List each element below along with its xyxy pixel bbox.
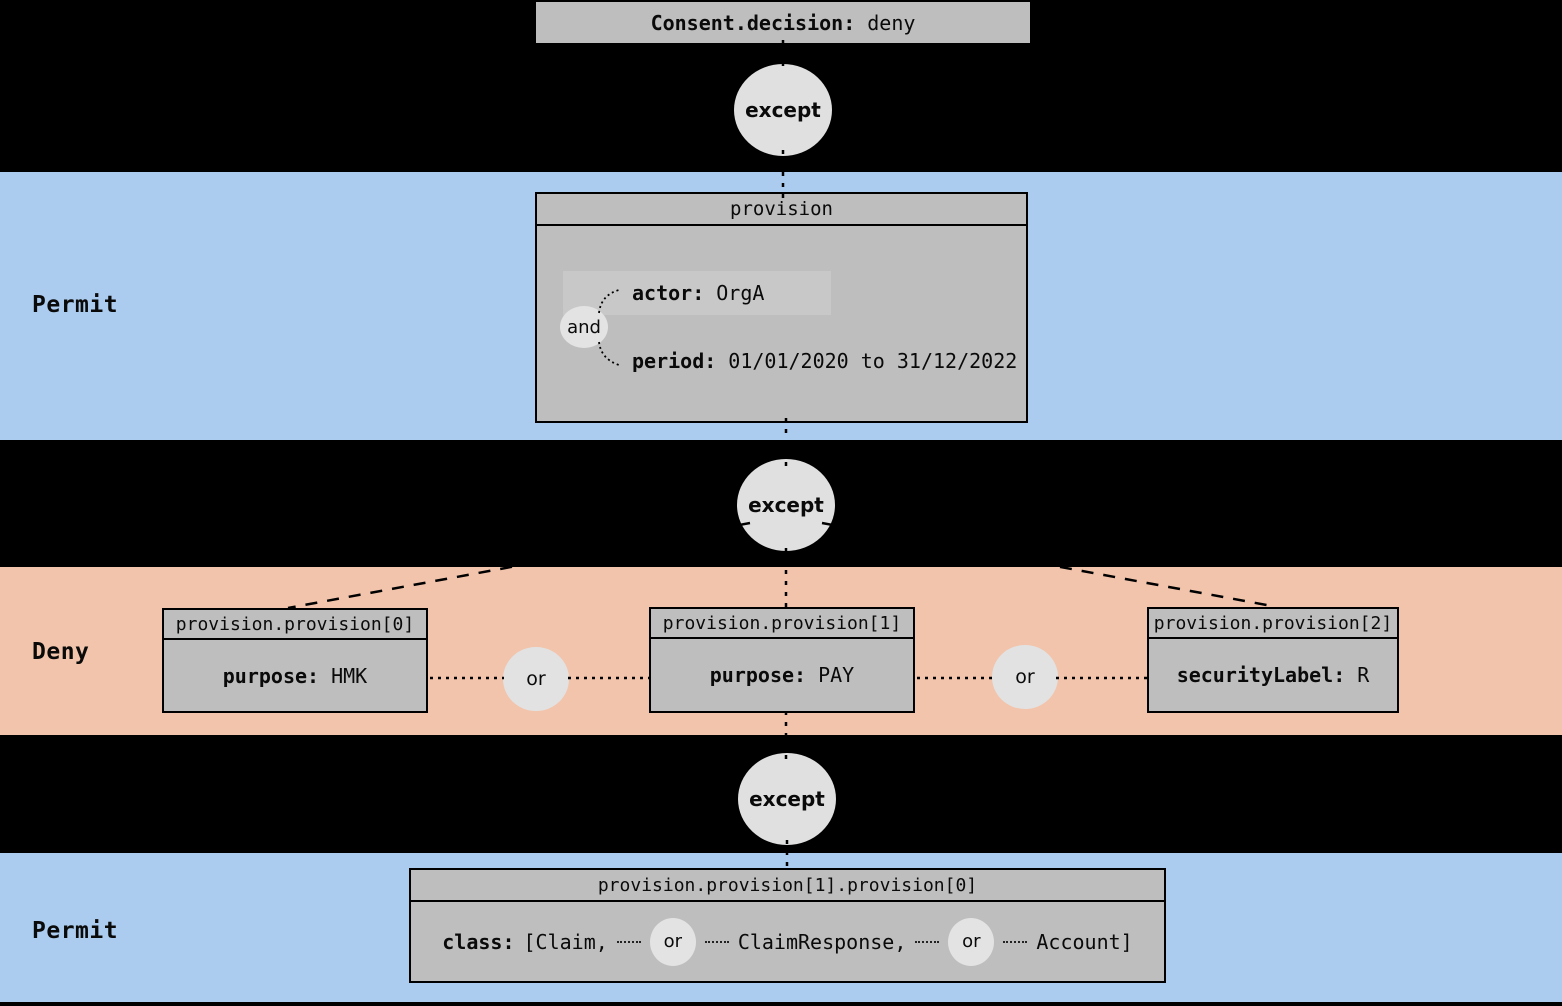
deny-provision-2-value: R <box>1357 663 1370 687</box>
deny-band-label: Deny <box>32 639 90 665</box>
class-item-claimresponse: ClaimResponse, <box>737 929 907 954</box>
class-provision-node: provision.provision[1].provision[0] clas… <box>409 868 1166 983</box>
period-value: 01/01/2020 to 31/12/2022 <box>728 349 1018 373</box>
consent-decision-value: deny <box>867 10 916 35</box>
deny-provision-0-value: HMK <box>331 663 368 688</box>
deny-provision-0-body: purpose: HMK <box>164 640 426 711</box>
provision-node-header: provision <box>537 194 1026 226</box>
class-item-account: Account] <box>1036 929 1133 954</box>
except-junction-1: except <box>734 64 832 156</box>
deny-provision-2-key: securityLabel: <box>1176 663 1346 687</box>
dotted-link <box>704 940 729 943</box>
deny-provision-2-node: provision.provision[2] securityLabel: R <box>1147 607 1399 713</box>
except-junction-2-label: except <box>748 493 824 517</box>
consent-decision-key: Consent.decision: <box>650 10 856 35</box>
actor-key: actor: <box>632 281 705 305</box>
period-row: period: 01/01/2020 to 31/12/2022 <box>632 339 1017 383</box>
period-key: period: <box>632 349 717 373</box>
deny-provision-0-key: purpose: <box>222 663 320 688</box>
dotted-link <box>1003 940 1028 943</box>
deny-provision-1-header: provision.provision[1] <box>651 609 913 639</box>
or-junction-2-label: or <box>1015 666 1035 688</box>
and-junction: and <box>560 306 608 348</box>
provision-node: provision actor: OrgA period: 01/01/2020… <box>535 192 1028 423</box>
except-junction-1-label: except <box>745 98 821 122</box>
deny-provision-1-key: purpose: <box>709 663 807 687</box>
provision-node-body: actor: OrgA period: 01/01/2020 to 31/12/… <box>537 226 1026 421</box>
dotted-link <box>915 940 940 943</box>
deny-provision-0-node: provision.provision[0] purpose: HMK <box>162 608 428 713</box>
or-junction-2: or <box>992 645 1058 709</box>
except-junction-3-label: except <box>749 787 825 811</box>
class-provision-body: class: [Claim, or ClaimResponse, or Acco… <box>411 902 1164 981</box>
permit-band-label-top: Permit <box>32 292 119 318</box>
dotted-link <box>616 940 641 943</box>
deny-provision-1-node: provision.provision[1] purpose: PAY <box>649 607 915 713</box>
class-value-line: class: [Claim, or ClaimResponse, or Acco… <box>411 917 1164 966</box>
deny-provision-0-header: provision.provision[0] <box>164 610 426 640</box>
class-item-claim: [Claim, <box>523 929 608 954</box>
except-junction-3: except <box>738 753 836 845</box>
and-junction-label: and <box>567 316 601 338</box>
or-junction-inline-1: or <box>649 917 696 966</box>
actor-row: actor: OrgA <box>632 271 764 315</box>
except-junction-2: except <box>737 459 835 551</box>
or-junction-1: or <box>503 647 569 711</box>
actor-value: OrgA <box>716 281 765 305</box>
permit-band-label-bottom: Permit <box>32 918 119 944</box>
deny-provision-1-body: purpose: PAY <box>651 639 913 711</box>
or-junction-1-label: or <box>526 668 546 690</box>
consent-decision-node: Consent.decision: deny <box>536 2 1030 43</box>
deny-provision-2-header: provision.provision[2] <box>1149 609 1397 639</box>
or-junction-inline-2-label: or <box>962 931 981 952</box>
deny-provision-1-value: PAY <box>818 663 855 687</box>
class-provision-header: provision.provision[1].provision[0] <box>411 870 1164 902</box>
deny-provision-2-body: securityLabel: R <box>1149 639 1397 711</box>
or-junction-inline-1-label: or <box>663 931 683 952</box>
or-junction-inline-2: or <box>948 917 995 966</box>
class-key: class: <box>442 929 515 954</box>
